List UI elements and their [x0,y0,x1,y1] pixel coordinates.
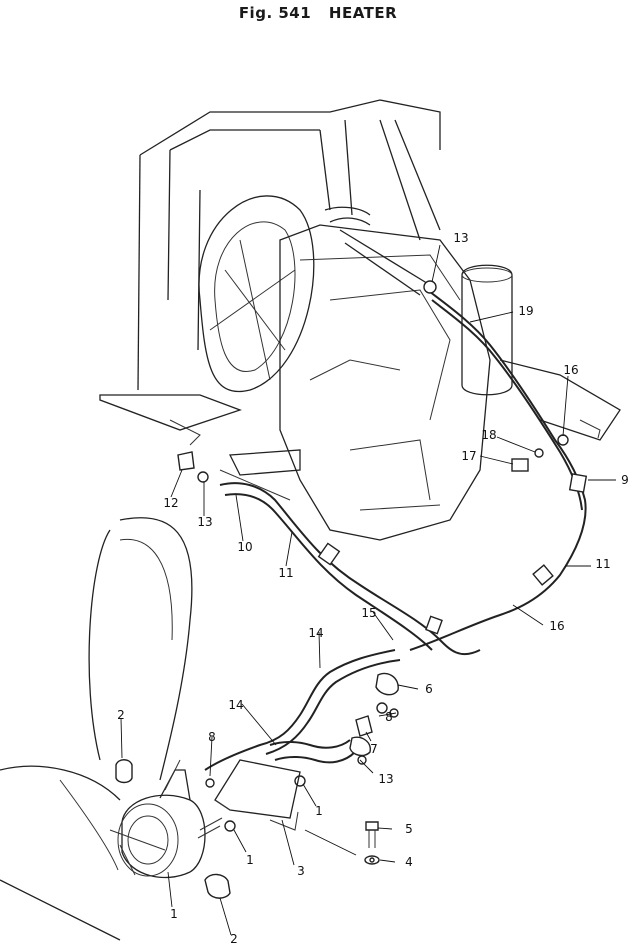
figure-name: HEATER [328,4,398,22]
callout-4: 4 [405,855,413,869]
callout-1-mid: 1 [246,853,254,867]
hose-joint-sleeves [317,473,588,635]
callout-6: 6 [425,682,433,696]
callout-16-lower: 16 [549,619,564,633]
machine-frame-drawing [0,99,621,941]
callout-18: 18 [481,428,496,442]
callout-1-left: 1 [170,907,178,921]
callout-17: 17 [461,449,476,463]
hose-fittings [177,280,569,832]
callout-19: 19 [518,304,533,318]
callout-13-left: 13 [197,515,212,529]
hose-upper-9 [409,287,587,651]
callout-14-lower: 14 [228,698,243,712]
callout-2-lower: 2 [230,932,238,946]
callout-labels: 13 19 16 18 17 9 12 13 10 11 11 16 15 14… [117,231,629,946]
callout-14-upper: 14 [308,626,323,640]
callout-11-right: 11 [595,557,610,571]
bolt-and-washer [364,821,380,865]
hose-lower-10 [219,482,481,656]
callout-8-left: 8 [208,730,216,744]
callout-3: 3 [297,864,305,878]
bracket-3 [214,759,301,831]
callout-15: 15 [361,606,376,620]
callout-8-right: 8 [385,710,393,724]
callout-10: 10 [237,540,252,554]
figure-number: Fig. 541 [238,4,312,22]
callout-13-lower: 13 [378,772,393,786]
callout-5: 5 [405,822,413,836]
hose-heater-14 [204,649,401,771]
callout-1-right: 1 [315,804,323,818]
heater-unit [109,759,231,899]
figure-title: Fig. 541 HEATER [0,4,636,22]
callout-12: 12 [163,496,178,510]
callout-11-left: 11 [278,566,293,580]
callout-7: 7 [370,742,378,756]
callout-9: 9 [621,473,629,487]
callout-13-upper: 13 [453,231,468,245]
callout-16-upper: 16 [563,363,578,377]
callout-leaders [120,244,616,936]
callout-2-upper: 2 [117,708,125,722]
